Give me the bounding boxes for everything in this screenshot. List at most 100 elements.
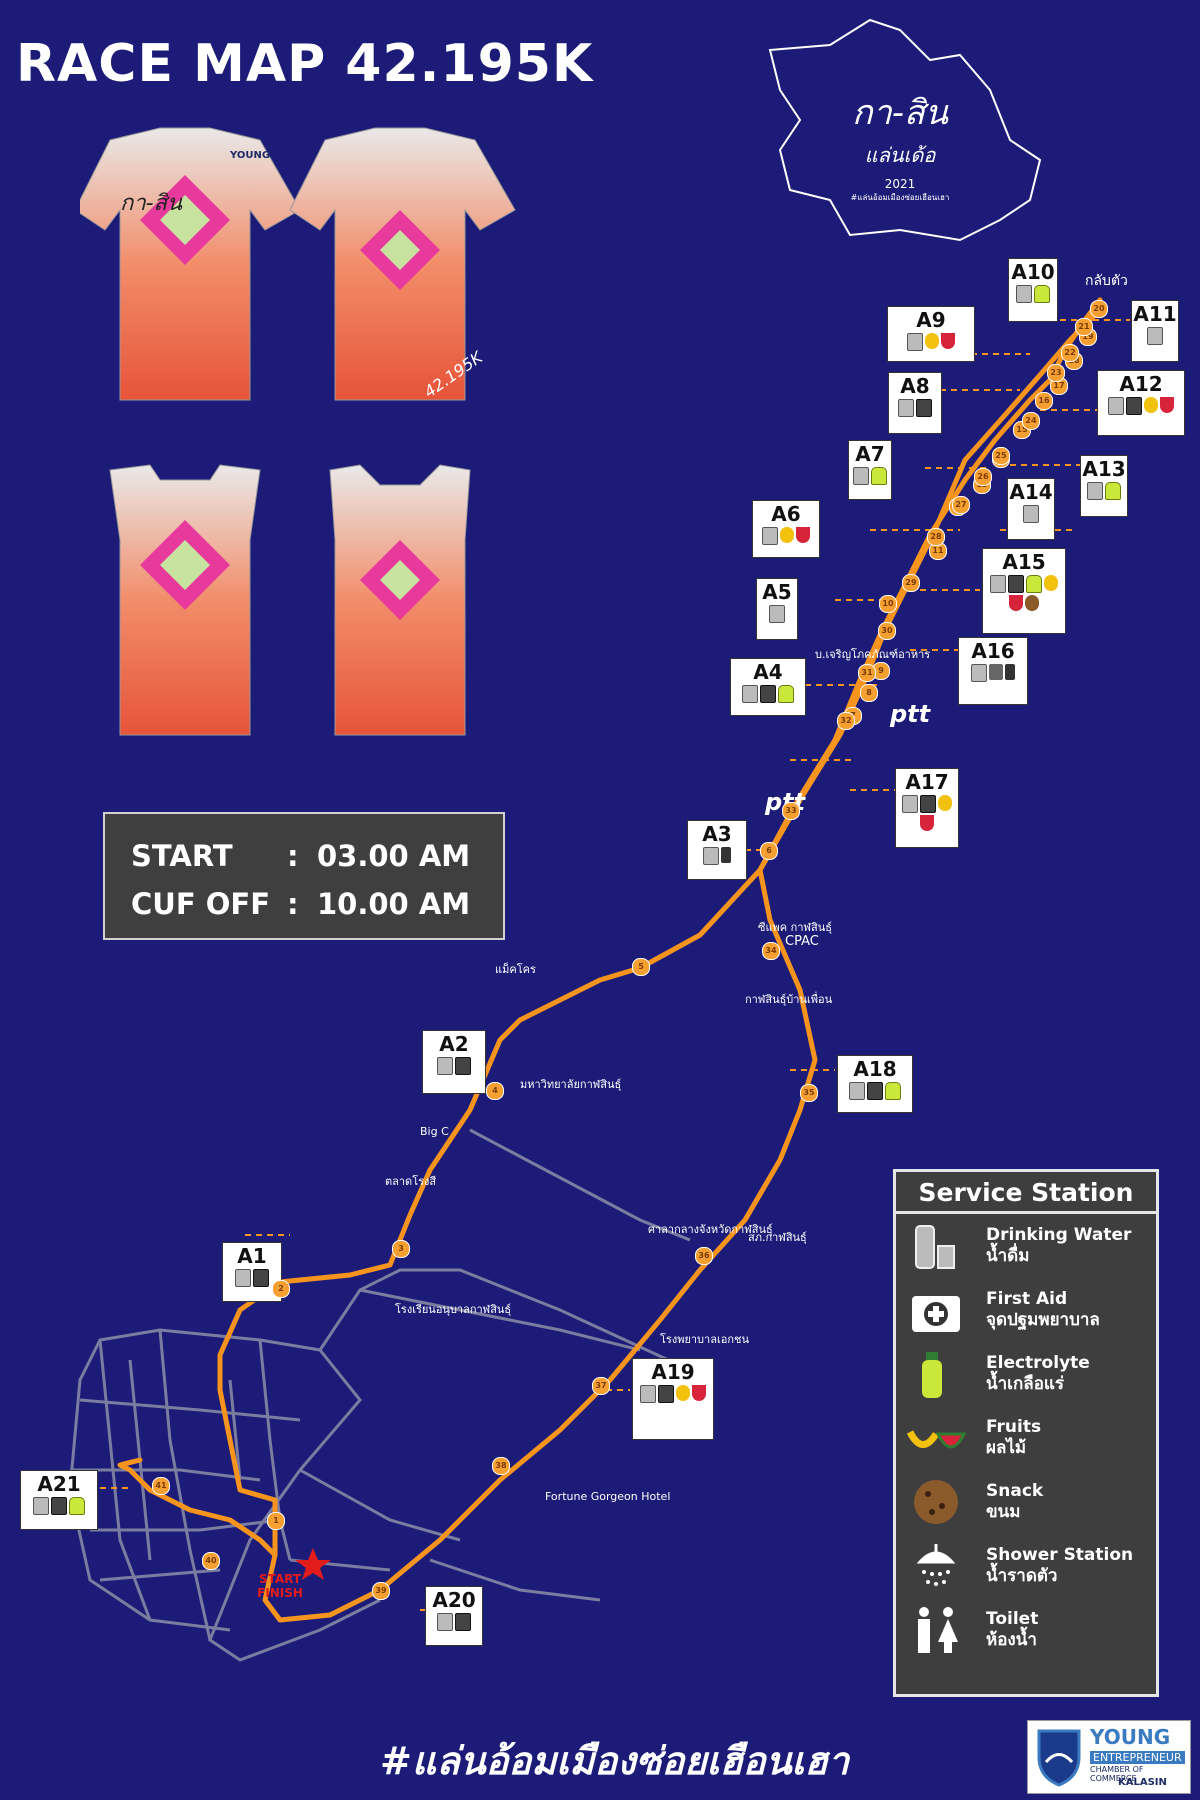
hospital-label: โรงพยาบาลเอกชน: [660, 1333, 749, 1346]
km-marker: 6: [760, 842, 778, 860]
station-a15: A15: [982, 548, 1066, 634]
station-icons: [838, 1080, 912, 1102]
water-icon: [235, 1269, 251, 1287]
jersey-front-tshirt: [80, 127, 301, 401]
water-icon: [898, 399, 914, 417]
km-marker: 1: [267, 1512, 285, 1530]
start-colon: :: [287, 839, 299, 873]
fruit-icon: [938, 795, 952, 811]
legend-item-en: Electrolyte: [986, 1353, 1090, 1373]
legend-item-th: ผลไม้: [986, 1438, 1027, 1458]
km-marker: 41: [152, 1477, 170, 1495]
fruit-icon: [1044, 575, 1058, 591]
fruit-icon: [906, 1412, 966, 1464]
school-label: โรงเรียนอนุบาลกาฬสินธุ์: [395, 1303, 512, 1316]
station-icons: [223, 1267, 281, 1289]
station-icons: [1009, 283, 1057, 305]
hashtag: #แล่นอ้อมเมืองซ่อยเฮือนเฮา: [380, 1738, 850, 1783]
aid-icon: [760, 685, 776, 703]
station-icons: [1098, 395, 1184, 417]
start-star: [295, 1548, 331, 1580]
elec-icon: [885, 1082, 901, 1100]
province-logo-line1: กา-สิน: [852, 93, 948, 133]
station-icons: [983, 573, 1065, 613]
legend-item-en: Shower Station: [986, 1545, 1134, 1565]
elec-icon: [906, 1348, 966, 1400]
km-marker: 37: [592, 1377, 610, 1395]
km-marker: 16: [1035, 392, 1053, 410]
water-icon: [906, 1220, 966, 1272]
water-icon: [769, 605, 785, 623]
turnaround-label: กลับตัว: [1085, 273, 1128, 289]
station-icons: [633, 1383, 713, 1405]
jersey-back-singlet: [329, 464, 471, 736]
melon-icon: [692, 1385, 706, 1401]
elec-icon: [69, 1497, 85, 1515]
station-label: A18: [853, 1057, 897, 1081]
station-a9: A9: [887, 306, 975, 362]
km-marker: 10: [879, 595, 897, 613]
station-label: A13: [1082, 457, 1126, 481]
water-icon: [849, 1082, 865, 1100]
station-label: A15: [1002, 550, 1046, 574]
water-icon: [1147, 327, 1163, 345]
legend-title: Service Station: [896, 1172, 1156, 1214]
km-marker: 26: [974, 468, 992, 486]
km-marker: 8: [860, 684, 878, 702]
elec-icon: [778, 685, 794, 703]
km-marker: 40: [202, 1552, 220, 1570]
station-label: A5: [762, 580, 792, 604]
station-icons: [1008, 503, 1054, 525]
km-marker: 27: [952, 496, 970, 514]
station-icons: [21, 1495, 97, 1517]
station-icons: [426, 1611, 482, 1633]
km-marker: 31: [858, 664, 876, 682]
aid-icon: [253, 1269, 269, 1287]
melon-icon: [920, 815, 934, 831]
fruit-icon: [780, 527, 794, 543]
water-icon: [762, 527, 778, 545]
station-a12: A12: [1097, 370, 1185, 436]
toilet-icon: [721, 847, 731, 863]
station-label: A4: [753, 660, 783, 684]
station-a13: A13: [1080, 455, 1128, 517]
cpac-label: CPAC: [785, 934, 819, 949]
legend-item-th: จุดปฐมพยาบาล: [986, 1310, 1100, 1330]
jersey-brand-text: YOUNG: [230, 150, 271, 161]
aid-icon: [916, 399, 932, 417]
station-icons: [753, 525, 819, 547]
cutoff-row: CUF OFF : 10.00 AM: [131, 880, 477, 928]
melon-icon: [1009, 595, 1023, 611]
melon-icon: [1160, 397, 1174, 413]
km-marker: 28: [927, 528, 945, 546]
station-label: A21: [37, 1472, 81, 1496]
snack-icon: [906, 1476, 966, 1528]
km-marker: 29: [902, 574, 920, 592]
elec-icon: [1034, 285, 1050, 303]
toilet-icon: [1005, 664, 1015, 680]
aid-icon: [867, 1082, 883, 1100]
water-icon: [990, 575, 1006, 593]
jersey-title-text: กา-สิน: [120, 191, 183, 216]
station-a21: A21: [20, 1470, 98, 1530]
cutoff-colon: :: [287, 887, 299, 921]
km-marker: 2: [272, 1280, 290, 1298]
logo-line3: CHAMBER OF COMMERCE: [1090, 1765, 1144, 1783]
logo-line4: KALASIN: [1118, 1777, 1167, 1788]
km-marker: 35: [800, 1084, 818, 1102]
km-marker: 21: [1075, 318, 1093, 336]
aid-icon: [1126, 397, 1142, 415]
page-title: RACE MAP 42.195K: [16, 34, 594, 94]
station-icons: [888, 331, 974, 353]
province-outline-icon: [768, 18, 1042, 242]
cutoff-value: 10.00 AM: [317, 887, 471, 921]
water-icon: [1108, 397, 1124, 415]
station-label: A19: [651, 1360, 695, 1384]
km-marker: 30: [878, 622, 896, 640]
